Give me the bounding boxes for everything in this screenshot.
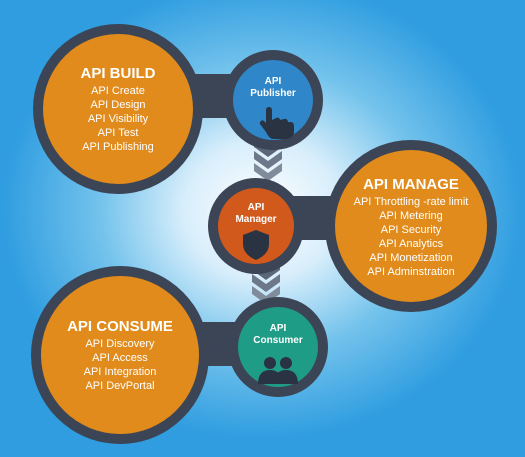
manage-item: API Monetization [369, 252, 453, 264]
consumer-label-2: Consumer [253, 335, 303, 346]
consume-item: API Access [92, 352, 148, 364]
build-item: API Design [90, 99, 146, 111]
manager-label-2: Manager [235, 214, 277, 225]
manage-item: API Security [380, 224, 442, 236]
hand-pointer-icon [259, 107, 294, 139]
build-circle: API BUILD API Create API Design API Visi… [43, 34, 193, 184]
manage-item: API Adminstration [367, 266, 455, 278]
users-icon [258, 357, 298, 384]
manage-circle: API MANAGE API Throttling -rate limit AP… [335, 150, 487, 302]
publisher-label-1: API [264, 76, 282, 87]
consume-circle: API CONSUME API Discovery API Access API… [41, 276, 199, 434]
manage-item: API Throttling -rate limit [353, 196, 469, 208]
consume-item: API Integration [83, 366, 157, 378]
manage-item: API Analytics [378, 238, 444, 250]
manage-item: API Metering [379, 210, 443, 222]
manage-title: API MANAGE [363, 176, 459, 193]
consume-item: API Discovery [85, 338, 155, 350]
publisher-label-2: Publisher [250, 88, 296, 99]
build-item: API Visibility [87, 113, 149, 125]
build-item: API Publishing [82, 141, 154, 153]
build-title: API BUILD [80, 65, 156, 82]
consume-item: API DevPortal [85, 380, 155, 392]
manager-label-1: API [247, 202, 265, 213]
build-item: API Test [97, 127, 139, 139]
consume-title: API CONSUME [67, 318, 173, 335]
consumer-label-1: API [269, 323, 287, 334]
shield-icon [243, 230, 269, 260]
build-item: API Create [91, 85, 145, 97]
